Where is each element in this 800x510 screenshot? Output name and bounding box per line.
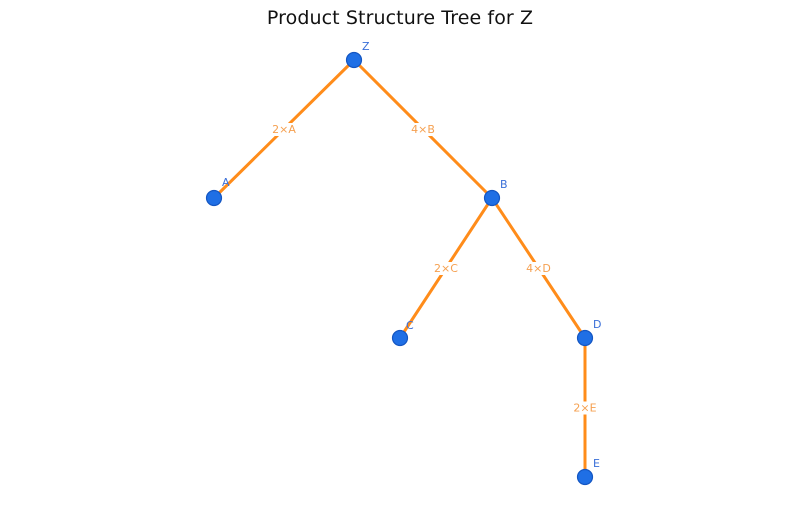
node-marker (391, 329, 409, 347)
edge-label-background (433, 262, 460, 275)
node-marker (205, 189, 223, 207)
node-d: D (576, 318, 601, 347)
node-label: E (593, 457, 600, 470)
node-marker (576, 468, 594, 486)
edge-quantity-label: 2×C (434, 262, 458, 275)
edge-quantity-label: 2×A (272, 123, 296, 136)
edge-b-c: 2×C (398, 196, 494, 340)
node-marker (345, 51, 363, 69)
node-label: D (593, 318, 601, 331)
edge-z-b: 4×B (352, 58, 494, 200)
edge-label-background (525, 262, 552, 275)
node-label: A (222, 176, 230, 189)
edge-z-a: 2×A (212, 58, 356, 200)
node-z: Z (345, 40, 370, 69)
edge-b-d: 4×D (490, 196, 587, 340)
edge-quantity-label: 4×B (411, 123, 435, 136)
edge-d-e: 2×E (572, 336, 598, 479)
node-label: B (500, 178, 508, 191)
nodes-layer: Z A B C D E (205, 40, 601, 486)
node-marker (483, 189, 501, 207)
edge-label-background (410, 123, 436, 136)
node-marker (576, 329, 594, 347)
edge-quantity-label: 4×D (526, 262, 551, 275)
edge-quantity-label: 2×E (573, 402, 596, 415)
node-label: C (406, 319, 414, 332)
edge-label-background (572, 401, 598, 415)
node-e: E (576, 457, 600, 486)
node-label: Z (362, 40, 370, 53)
node-b: B (483, 178, 508, 207)
node-a: A (205, 176, 230, 207)
node-c: C (391, 319, 414, 347)
edge-label-background (271, 123, 298, 136)
diagram-title: Product Structure Tree for Z (266, 7, 534, 29)
edges-layer: 2×A 4×B 2×C 4×D 2×E (212, 58, 598, 479)
